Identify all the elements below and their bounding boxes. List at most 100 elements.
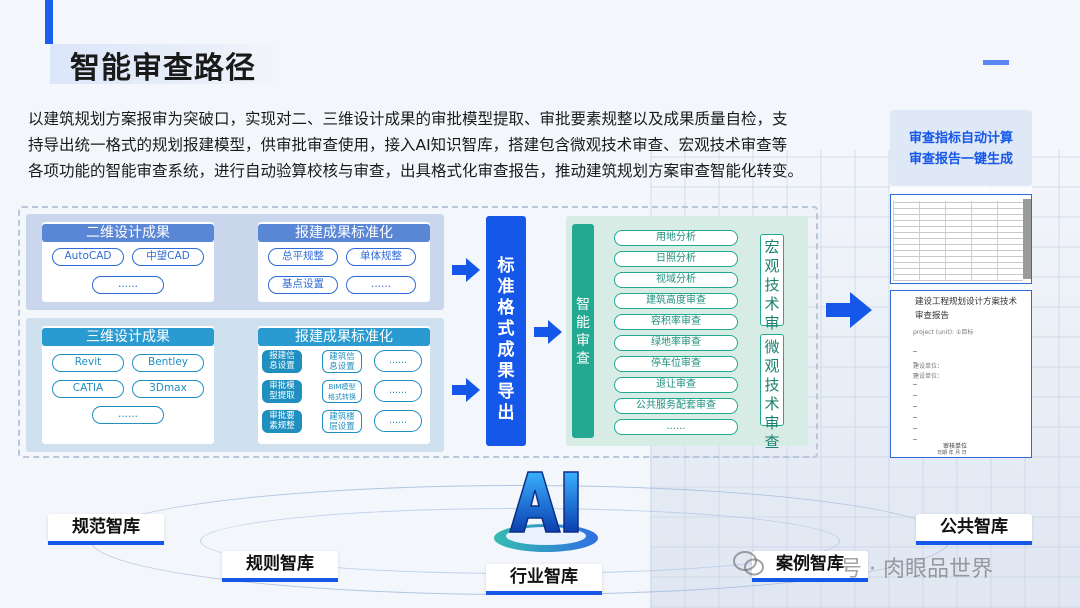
report-title: 审查报告 [915,311,950,321]
cell-line: 息设置 [269,361,295,371]
cell-line: 建筑信 [329,352,355,362]
library-label: 行业智库 [510,567,578,587]
input-frame [18,206,818,458]
report-row: 建设单位： [913,373,944,380]
check-item: 用地分析 [614,230,738,246]
intro-paragraph: 以建筑规划方案报审为突破口，实现对二、三维设计成果的审批模型提取、审批要素规整以… [28,106,828,184]
library-badge: 规则智库 [222,551,338,582]
check-item: ...... [614,419,738,435]
watermark-text: 号 · 肉眼品世界 [840,557,993,582]
tool-pill: Bentley [132,354,204,372]
cell-line: 型提取 [269,391,295,401]
check-item: 建筑高度审查 [614,293,738,309]
check-item: 容积率审查 [614,314,738,330]
three-d-title: 三维设计成果 [42,328,214,346]
std-cell: 审批要素规整 [262,410,302,433]
library-badge: 公共智库 [916,514,1032,545]
library-underline [916,541,1032,545]
smart-review-box: 智能审查 [572,224,594,438]
library-label: 公共智库 [940,517,1008,537]
accent-dash [983,60,1009,65]
intro-line: 各项功能的智能审查系统，进行自动验算校核与审查，出具格式化审查报告，推动建筑规划… [28,162,804,180]
tool-pill: ...... [92,406,164,424]
cell-line: 层设置 [329,422,355,432]
check-item: 日照分析 [614,251,738,267]
std-pill: ...... [346,276,416,294]
cell-line: 息设置 [329,362,355,372]
report-list-dots [913,351,917,441]
output-head-text: 审查指标自动计算 审查报告一键生成 [890,128,1032,170]
report-thumbnail: 建设工程规划设计方案技术 审查报告 project (unit): ①目标 建设… [890,290,1032,458]
output-head [890,110,1032,186]
check-item: 停车位审查 [614,356,738,372]
arrow-right-icon [826,292,872,328]
tool-pill: ...... [92,276,164,294]
tool-pill: Revit [52,354,124,372]
std-cell: 建筑楼层设置 [322,410,362,433]
arrow-right-icon [452,378,480,402]
std-pill: 基点设置 [268,276,338,294]
cell-line: BIM模型 [328,383,356,391]
std-cell: ...... [374,350,422,372]
library-badge: 行业智库 [486,564,602,595]
index-table-thumbnail [890,194,1032,284]
page-title: 智能审查路径 [70,51,256,86]
export-box: 标准格式成果导出 [486,216,526,446]
ai-logo-icon [494,471,598,552]
library-underline [48,541,164,545]
cell-line: 素规整 [269,421,295,431]
std-pill: 总平规整 [268,248,338,266]
cell-line: 格式转换 [328,393,356,401]
table-grid [893,201,1023,281]
std-cell: ...... [374,380,422,402]
report-footer: 审核单位 [943,443,968,450]
output-line: 审查指标自动计算 [908,131,1013,146]
library-badge: 案例智库 [752,551,868,582]
library-underline [486,591,602,595]
wechat-icon [733,551,764,576]
std-cell: ...... [374,410,422,432]
table-scrollbar [1023,199,1031,279]
cell-line: 建筑楼 [329,412,355,422]
tool-pill: AutoCAD [52,248,124,266]
export-label: 标准格式成果导出 [497,256,515,423]
check-item: 退让审查 [614,377,738,393]
tool-pill: CATIA [52,380,124,398]
std-cell: 报建信息设置 [262,350,302,373]
check-item: 绿地率审查 [614,335,738,351]
arrow-right-icon [452,258,480,282]
intro-line: 持导出统一格式的规划报建模型，供审批审查使用，接入AI知识智库，搭建包含微观技术… [28,136,788,154]
check-item: 公共服务配套审查 [614,398,738,414]
library-label: 规则智库 [246,554,314,574]
library-label: 案例智库 [776,554,844,574]
std-cell: 审批模型提取 [262,380,302,403]
two-d-std-title: 报建成果标准化 [258,224,430,242]
report-row: 建设单位： [913,363,944,370]
two-d-title: 二维设计成果 [42,224,214,242]
cell-line: 报建信 [269,351,295,361]
std-cell: 建筑信息设置 [322,350,362,373]
micro-review-box: 微观技术审查 [760,334,784,451]
intro-line: 以建筑规划方案报审为突破口，实现对二、三维设计成果的审批模型提取、审批要素规整以… [28,110,788,128]
micro-label: 微观技术审查 [764,338,780,451]
library-underline [222,578,338,582]
tool-pill: 中望CAD [132,248,204,266]
macro-review-box: 宏观技术审查 [760,234,784,351]
title-band [50,44,282,84]
cell-line: 审批要 [269,411,295,421]
tool-pill: 3Dmax [132,380,204,398]
three-d-std-title: 报建成果标准化 [258,328,430,346]
title-accent-bar [45,0,53,44]
arrow-right-icon [534,320,562,344]
report-title: 建设工程规划设计方案技术 [915,297,1018,307]
report-meta: project (unit): ①目标 [913,329,974,336]
library-label: 规范智库 [72,517,140,537]
check-item: 视域分析 [614,272,738,288]
output-line: 审查报告一键生成 [908,152,1013,167]
cell-line: 审批模 [269,381,295,391]
library-underline [752,578,868,582]
std-cell: BIM模型格式转换 [322,380,362,403]
smart-label: 智能审查 [576,297,590,367]
std-pill: 单体规整 [346,248,416,266]
library-badge: 规范智库 [48,514,164,545]
